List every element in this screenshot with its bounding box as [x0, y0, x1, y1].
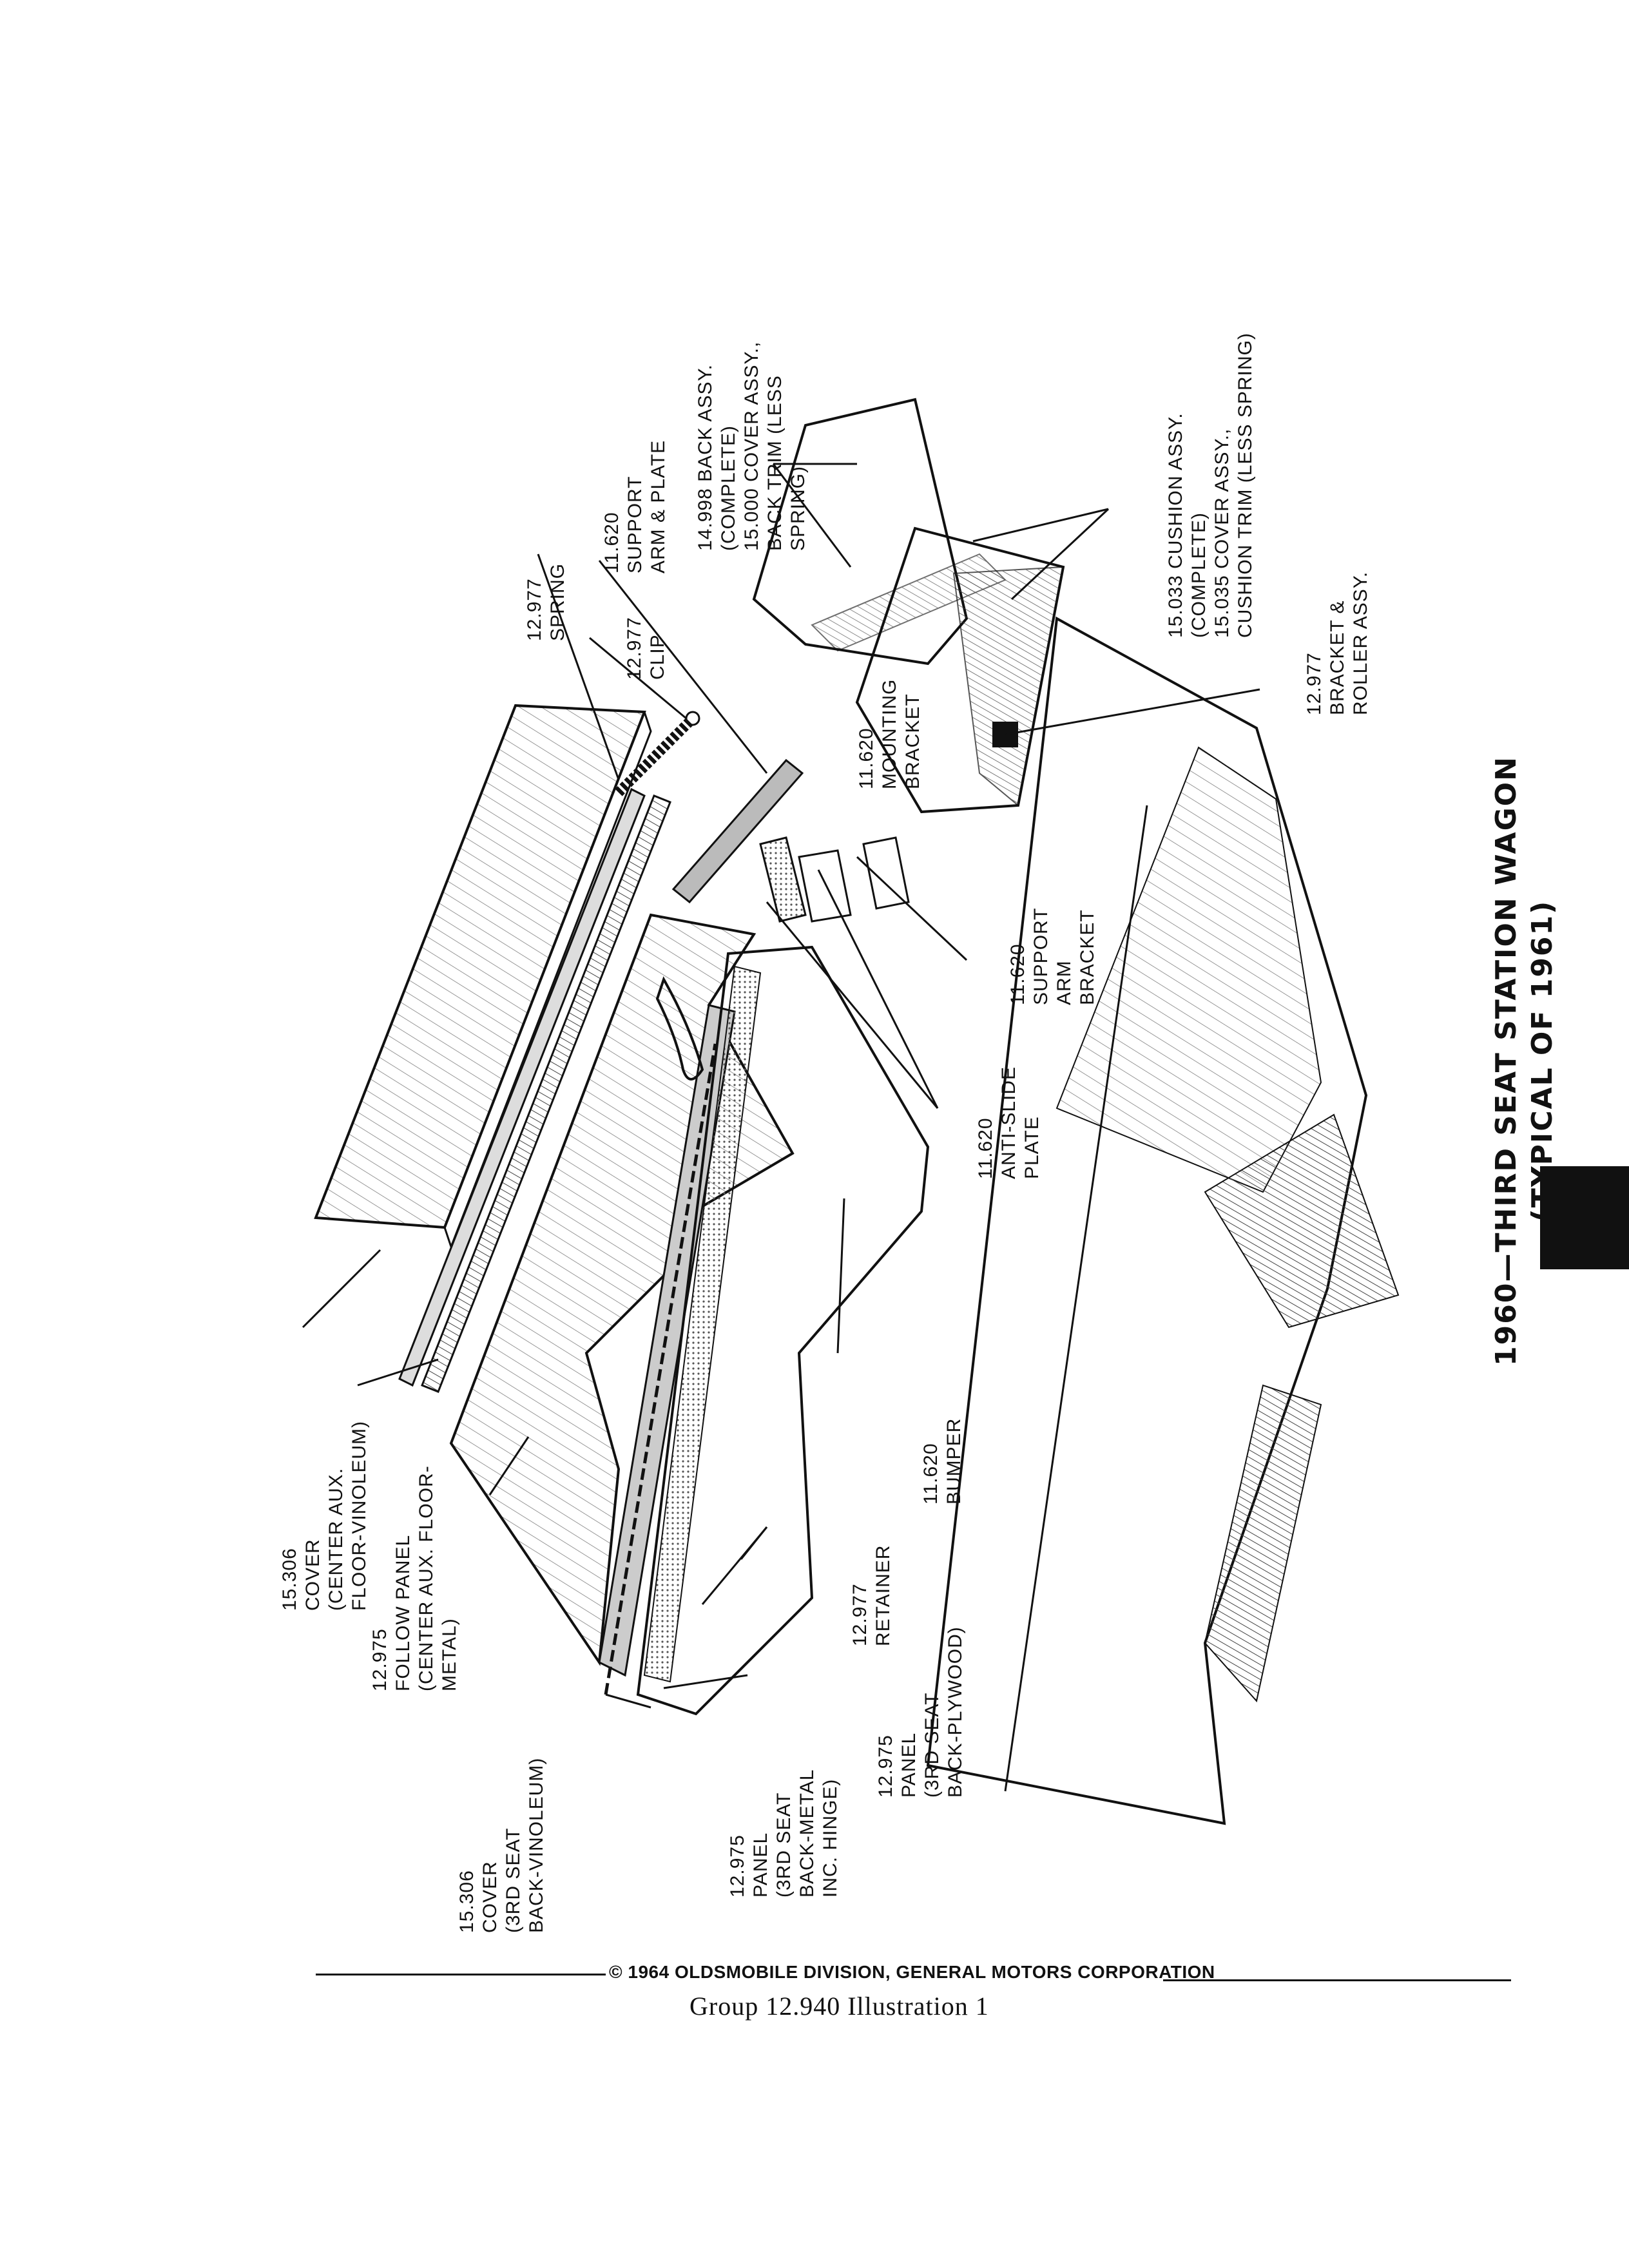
footer-rule-right: [1163, 1979, 1511, 1981]
footer-caption: Group 12.940 Illustration 1: [689, 1992, 989, 2021]
footer-copyright: © 1964 OLDSMOBILE DIVISION, GENERAL MOTO…: [609, 1962, 1215, 1982]
section-tab-marker: [1540, 1166, 1629, 1269]
center-aux-floor-cover-part: [314, 704, 652, 1250]
diagram-title: 1960—THIRD SEAT STATION WAGON (TYPICAL O…: [1489, 756, 1561, 1366]
diagram-title-line1: 1960—THIRD SEAT STATION WAGON: [1490, 756, 1523, 1366]
plywood-back-panel-part: [636, 945, 930, 1716]
leader-lines: [302, 463, 1260, 1709]
wagon-body-part: [926, 616, 1400, 1825]
back-assy-cushion-part: [752, 398, 1065, 814]
callout-back-assy: 14.998 BACK ASSY.(COMPLETE)15.000 COVER …: [695, 341, 809, 551]
support-arm-and-brackets: [671, 758, 910, 923]
follow-panel-part: [398, 787, 671, 1393]
footer-rule-left: [316, 1974, 606, 1975]
diagram-title-line2: (TYPICAL OF 1961): [1526, 899, 1559, 1222]
